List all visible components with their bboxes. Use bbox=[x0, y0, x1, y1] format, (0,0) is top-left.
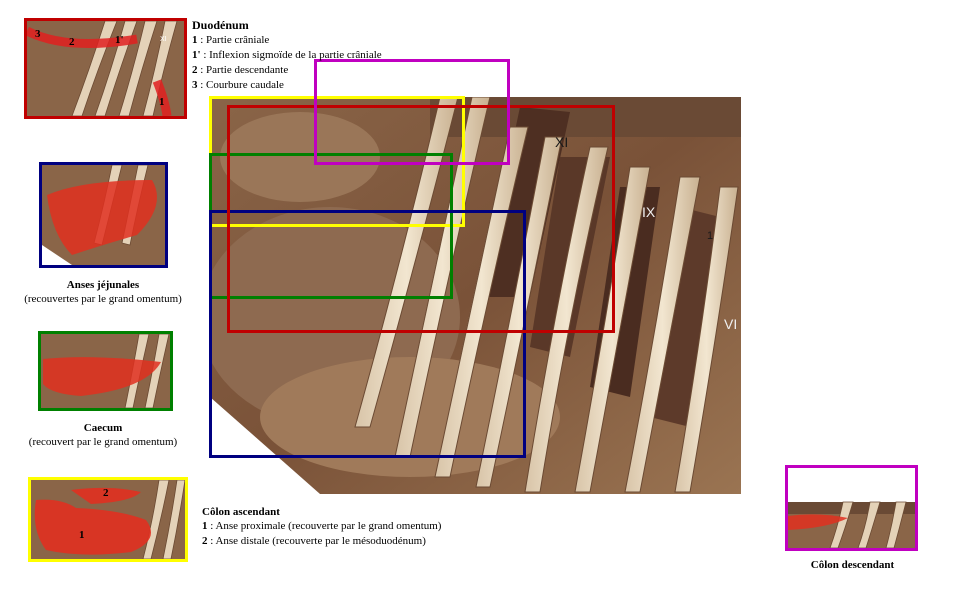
colon-ascendant-thumb-num-1: 1 bbox=[79, 529, 85, 541]
duodenum-thumb-num-2: 2 bbox=[69, 36, 75, 48]
duodenum-thumbnail[interactable]: 3 2 1' 1 XI bbox=[24, 18, 187, 119]
colon-ascendant-legend-2: 2 : Anse distale (recouverte par le méso… bbox=[202, 534, 426, 548]
jejunum-thumbnail[interactable] bbox=[39, 162, 168, 268]
legend-text: : Anse distale (recouverte par le mésodu… bbox=[207, 535, 426, 547]
duodenum-legend-3: 3 : Courbure caudale bbox=[192, 78, 284, 92]
legend-num: 2 bbox=[202, 535, 208, 547]
jejunum-subtitle: (recouvertes par le grand omentum) bbox=[24, 293, 182, 305]
legend-num: 1' bbox=[192, 49, 201, 61]
duodenum-legend-1prime: 1' : Inflexion sigmoïde de la partie crâ… bbox=[192, 48, 382, 62]
colon-ascendant-thumb-num-2: 2 bbox=[103, 487, 109, 499]
colon-ascendant-title: Côlon ascendant bbox=[202, 506, 280, 518]
anatomy-photo: XI IX 1 VI bbox=[200, 96, 741, 494]
duodenum-thumb-num-3: 3 bbox=[35, 28, 41, 40]
highlight-jejunum[interactable] bbox=[209, 210, 526, 458]
colon-ascendant-thumbnail[interactable]: 2 1 bbox=[28, 477, 188, 562]
caecum-title: Caecum bbox=[83, 422, 123, 434]
duodenum-thumb-num-1: 1 bbox=[159, 96, 165, 108]
legend-text: : Courbure caudale bbox=[197, 79, 284, 91]
legend-text: : Anse proximale (recouverte par le gran… bbox=[207, 520, 442, 532]
colon-ascendant-legend-1: 1 : Anse proximale (recouverte par le gr… bbox=[202, 519, 441, 533]
duodenum-thumb-rib-xi: XI bbox=[160, 36, 167, 43]
legend-text: : Inflexion sigmoïde de la partie crânia… bbox=[200, 49, 382, 61]
colon-descendant-title: Côlon descendant bbox=[810, 559, 895, 571]
duodenum-title: Duodénum bbox=[192, 18, 249, 32]
rib-label-ix: IX bbox=[642, 204, 656, 220]
jejunum-title: Anses jéjunales bbox=[66, 279, 140, 291]
legend-text: : Partie descendante bbox=[197, 64, 289, 76]
legend-text: : Partie crâniale bbox=[197, 34, 270, 46]
highlight-duodenum[interactable] bbox=[227, 105, 615, 333]
legend-num: 3 bbox=[192, 79, 198, 91]
rib-label-xi: XI bbox=[555, 134, 568, 150]
rib-label-vi: VI bbox=[724, 316, 737, 332]
legend-num: 2 bbox=[192, 64, 198, 76]
caecum-subtitle: (recouvert par le grand omentum) bbox=[28, 436, 178, 448]
duodenum-legend-2: 2 : Partie descendante bbox=[192, 63, 288, 77]
colon-descendant-thumbnail[interactable] bbox=[785, 465, 918, 551]
duodenum-legend-1: 1 : Partie crâniale bbox=[192, 33, 269, 47]
highlight-colon-descendant[interactable] bbox=[314, 59, 510, 165]
legend-num: 1 bbox=[192, 34, 198, 46]
caecum-thumbnail[interactable] bbox=[38, 331, 173, 411]
legend-num: 1 bbox=[202, 520, 208, 532]
duodenum-thumb-num-1prime: 1' bbox=[115, 34, 124, 46]
rib-label-1: 1 bbox=[707, 230, 713, 242]
